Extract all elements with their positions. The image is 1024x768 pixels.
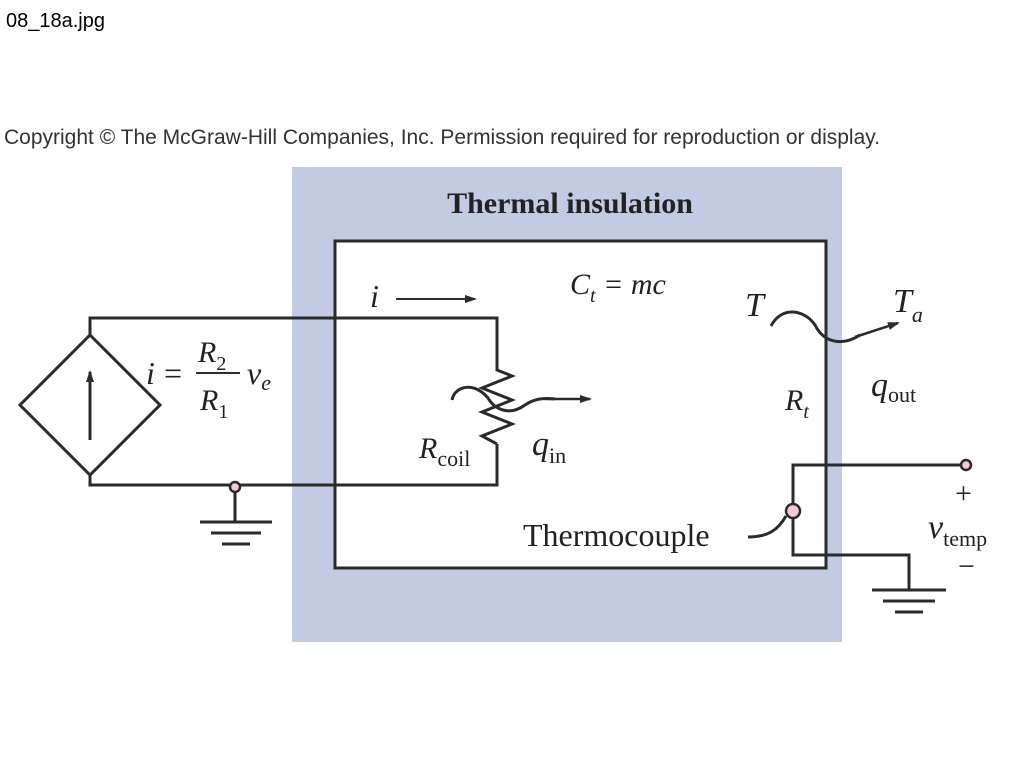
svg-text:i: i [146, 355, 155, 391]
bottom-wire [88, 444, 499, 487]
thermocouple-minus-wire [791, 518, 911, 590]
coil-resistance-label: Rcoil [418, 432, 470, 471]
heat-flow-out-arrow [854, 321, 900, 339]
output-terminal [959, 458, 973, 472]
output-voltage-label: vtemp [928, 509, 987, 551]
ground-symbol-left [200, 520, 272, 546]
thermocouple-junction [784, 502, 802, 520]
svg-text:ve: ve [247, 355, 271, 395]
output-minus-sign: − [958, 550, 975, 583]
copyright-notice: Copyright © The McGraw-Hill Companies, I… [4, 126, 881, 149]
thermal-resistance-label: Rt [784, 384, 809, 423]
ground-symbol-right [872, 588, 946, 614]
ground-node-left [228, 480, 242, 494]
ambient-temperature-label: Ta [893, 283, 923, 327]
heated-chamber [333, 239, 828, 570]
thermocouple-plus-wire [791, 463, 960, 504]
svg-text:R1: R1 [199, 384, 228, 423]
heat-in-label: qin [532, 426, 566, 468]
svg-text:=: = [164, 355, 182, 391]
temperature-label: T [745, 287, 766, 324]
output-plus-sign: + [955, 477, 972, 510]
heat-out-label: qout [871, 367, 916, 407]
thermocouple-label: Thermocouple [523, 517, 710, 553]
heat-flow-in-curve [450, 385, 556, 413]
thermocouple-pointer [747, 515, 788, 539]
svg-text:R2: R2 [197, 336, 226, 375]
source-equation: i = R2 R1 ve [146, 336, 271, 423]
heat-flow-out-curve [769, 310, 861, 344]
top-wire [88, 316, 499, 356]
filename-label: 08_18a.jpg [6, 10, 105, 32]
insulation-title: Thermal insulation [447, 187, 693, 220]
coil-resistor [477, 356, 517, 446]
capacitance-label: Ct = mc [570, 268, 666, 307]
current-label: i [370, 278, 379, 314]
